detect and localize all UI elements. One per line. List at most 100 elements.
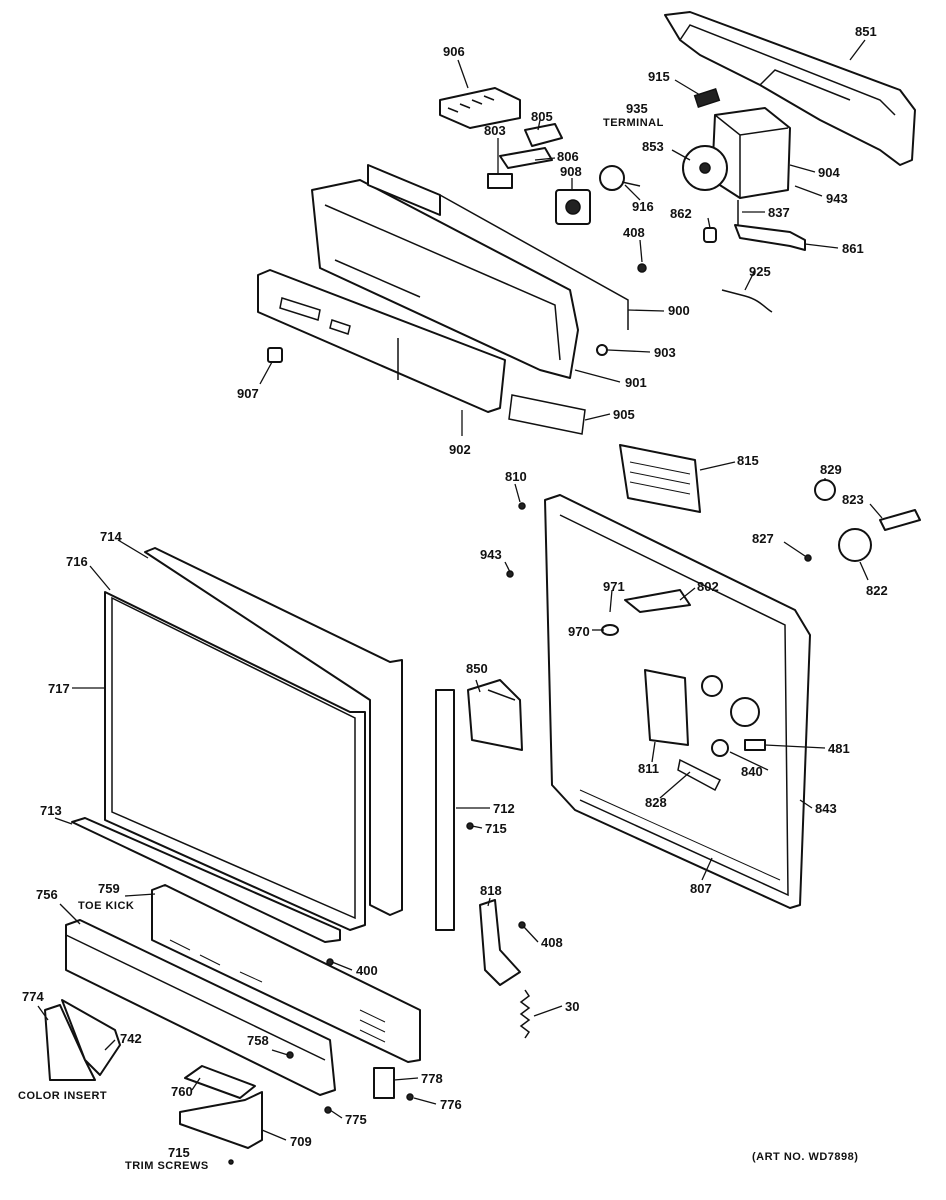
label-806: 806	[557, 149, 579, 164]
art-number: (ART NO. WD7898)	[752, 1151, 859, 1163]
label-828: 828	[645, 795, 667, 810]
label-843: 843	[815, 801, 837, 816]
part-905-window	[508, 394, 586, 435]
label-712: 712	[493, 801, 515, 816]
label-925: 925	[749, 264, 771, 279]
label-778: 778	[421, 1071, 443, 1086]
label-760: 760	[171, 1084, 193, 1099]
part-805	[524, 123, 563, 147]
label-803: 803	[484, 123, 506, 138]
part-715b-screw	[228, 1159, 234, 1165]
part-806	[499, 147, 553, 169]
label-900: 900	[668, 303, 690, 318]
part-903-clip	[596, 344, 608, 356]
label-827: 827	[752, 531, 774, 546]
part-906-switch	[439, 87, 521, 129]
label-935: 935	[626, 101, 648, 116]
part-907-knob	[267, 347, 283, 363]
label-714: 714	[100, 529, 122, 544]
part-829	[814, 479, 836, 501]
part-778-clip	[373, 1067, 395, 1099]
part-714-outer-door	[104, 547, 403, 931]
label-970: 970	[568, 624, 590, 639]
label-811: 811	[638, 761, 659, 776]
label-802: 802	[697, 579, 719, 594]
part-851-bracket	[664, 11, 916, 166]
label-818: 818	[480, 883, 502, 898]
label-908: 908	[560, 164, 582, 179]
part-759-toe-kick	[151, 884, 421, 1063]
label-400: 400	[356, 963, 378, 978]
part-713-trim	[71, 817, 341, 943]
label-807: 807	[690, 881, 712, 896]
part-916-knob	[599, 165, 641, 191]
part-818-hinge	[479, 899, 521, 986]
label-915: 915	[648, 69, 670, 84]
label-822: 822	[866, 583, 888, 598]
label-742: 742	[120, 1031, 142, 1046]
label-901: 901	[625, 375, 647, 390]
label-774: 774	[22, 989, 44, 1004]
label-971: 971	[603, 579, 625, 594]
part-742-insert	[61, 999, 121, 1076]
part-850-bracket	[467, 679, 523, 751]
label-815: 815	[737, 453, 759, 468]
part-712-strip	[435, 689, 455, 931]
part-709-trim	[179, 1091, 263, 1149]
label-837: 837	[768, 205, 790, 220]
part-408b-screw	[518, 921, 526, 929]
label-810: 810	[505, 469, 527, 484]
part-803	[487, 173, 513, 189]
label-943-mid: 943	[480, 547, 502, 562]
label-775: 775	[345, 1112, 367, 1127]
part-815-vent	[619, 444, 701, 513]
part-861-lever	[734, 224, 806, 251]
part-810-screw	[518, 502, 526, 510]
part-756-kickplate	[65, 919, 336, 1096]
label-850: 850	[466, 661, 488, 676]
part-908-switch	[555, 189, 591, 225]
label-902: 902	[449, 442, 471, 457]
label-717: 717	[48, 681, 70, 696]
part-901-control-panel	[311, 164, 629, 379]
part-862	[703, 227, 717, 243]
label-905: 905	[613, 407, 635, 422]
label-481: 481	[828, 741, 850, 756]
label-776: 776	[440, 1097, 462, 1112]
label-840: 840	[741, 764, 763, 779]
label-862: 862	[670, 206, 692, 221]
label-715-bottom: 715	[168, 1145, 190, 1160]
label-716: 716	[66, 554, 88, 569]
part-843-inner-door	[544, 494, 811, 909]
label-713: 713	[40, 803, 62, 818]
part-776-screw	[406, 1093, 414, 1101]
part-760	[184, 1065, 256, 1099]
label-408-top: 408	[623, 225, 645, 240]
part-925-wire	[721, 289, 773, 313]
part-774-insert	[44, 1004, 96, 1081]
part-902-panel	[257, 269, 506, 413]
label-851: 851	[855, 24, 877, 39]
part-904-timer	[682, 107, 791, 199]
label-trim-screws: TRIM SCREWS	[125, 1160, 209, 1172]
label-823: 823	[842, 492, 864, 507]
label-943-top: 943	[826, 191, 848, 206]
label-829: 829	[820, 462, 842, 477]
part-822-dial	[838, 528, 872, 562]
part-915-terminal	[693, 87, 721, 109]
label-terminal: TERMINAL	[603, 117, 664, 129]
label-715-mid: 715	[485, 821, 507, 836]
part-827-screw	[804, 554, 812, 562]
label-906: 906	[443, 44, 465, 59]
label-853: 853	[642, 139, 664, 154]
label-907: 907	[237, 386, 259, 401]
label-758: 758	[247, 1033, 269, 1048]
label-861: 861	[842, 241, 864, 256]
label-toe-kick: TOE KICK	[78, 900, 135, 912]
label-756: 756	[36, 887, 58, 902]
label-903: 903	[654, 345, 676, 360]
part-30-spring	[519, 989, 531, 1039]
label-color-insert: COLOR INSERT	[18, 1090, 108, 1102]
label-904: 904	[818, 165, 840, 180]
